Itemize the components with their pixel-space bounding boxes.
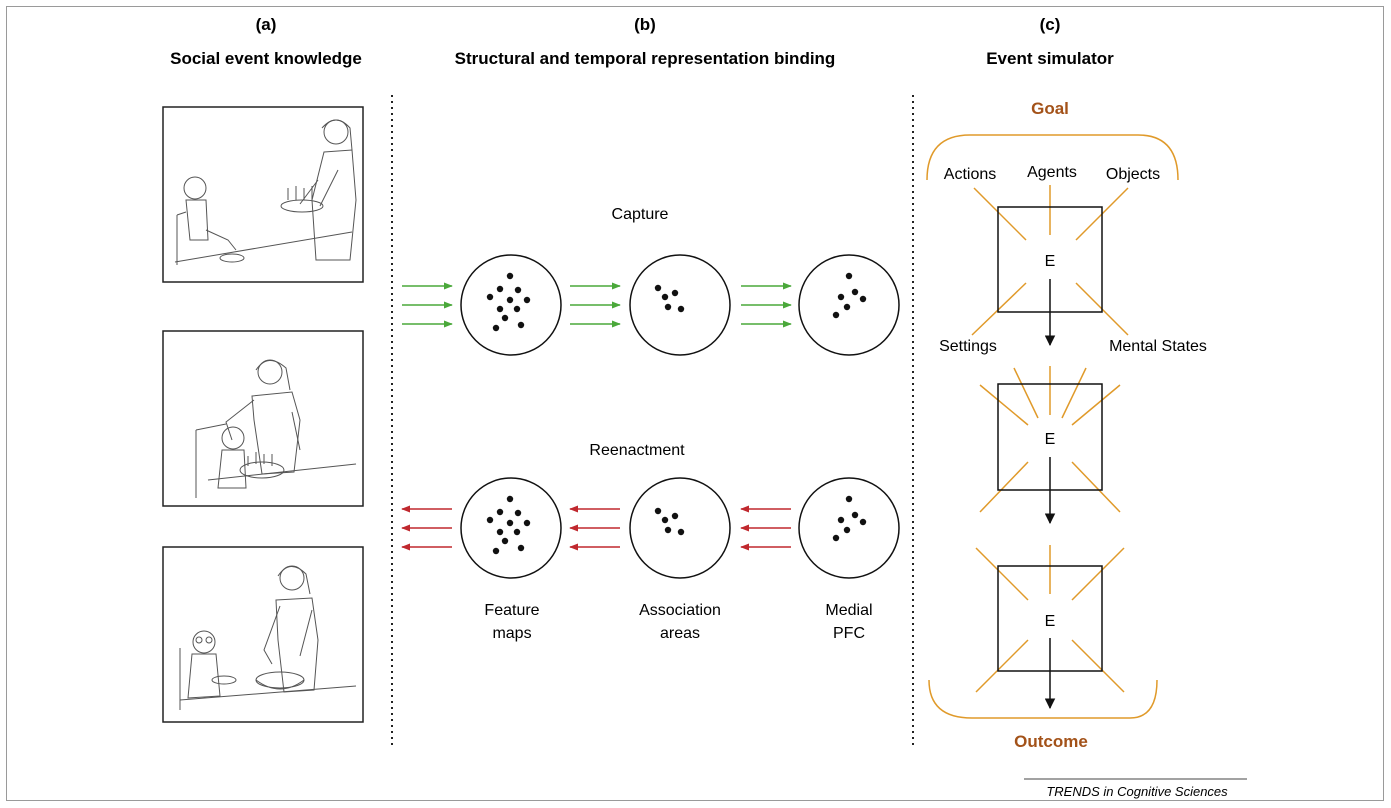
goal-label: Goal (1031, 99, 1069, 118)
reenact-arrows-3 (740, 505, 791, 551)
event-box-2-rays (979, 366, 1121, 513)
reenact-feature-maps-node (460, 477, 562, 579)
event-box-3-rays (975, 545, 1125, 693)
event-box-3: E (975, 545, 1125, 693)
panel-c-letter: (c) (1040, 15, 1061, 34)
agents-label: Agents (1027, 164, 1077, 181)
panel-b-title: Structural and temporal representation b… (455, 49, 836, 68)
credit-text: TRENDS in Cognitive Sciences (1046, 784, 1228, 799)
reenactment-label: Reenactment (589, 442, 685, 459)
capture-arrows-1 (402, 282, 453, 328)
reenact-arrows-1 (401, 505, 452, 551)
panel-c-heading: (c) Event simulator (986, 15, 1114, 68)
outcome-label: Outcome (1014, 732, 1088, 751)
objects-label: Objects (1106, 166, 1160, 183)
capture-row (402, 254, 900, 356)
reenact-arrows-2 (569, 505, 620, 551)
outcome-bracket (928, 679, 1158, 719)
event-box-3-label: E (1045, 613, 1056, 630)
capture-label: Capture (612, 206, 669, 223)
scene-2-sketch (195, 359, 357, 498)
reenactment-row (401, 477, 900, 579)
panel-b-letter: (b) (634, 15, 656, 34)
reenact-association-node (629, 477, 731, 579)
scene-1-sketch (174, 119, 357, 265)
capture-feature-maps-node (460, 254, 562, 356)
stage-3-label-line1: Medial (825, 602, 872, 619)
panel-a-title: Social event knowledge (170, 49, 362, 68)
capture-arrows-2 (570, 282, 621, 328)
event-dimension-labels: Actions Agents Objects Settings Mental S… (939, 164, 1207, 355)
reenact-medial-pfc-dots (832, 495, 867, 542)
event-box-2-label: E (1045, 431, 1056, 448)
capture-medial-pfc-dots (832, 272, 867, 319)
goal-bracket (926, 134, 1179, 181)
capture-feature-maps-dots (486, 272, 531, 332)
stage-2-label-line1: Association (639, 602, 721, 619)
stage-3-label-line2: PFC (833, 625, 865, 642)
scene-3-sketch (179, 565, 357, 710)
panel-b-heading: (b) Structural and temporal representati… (455, 15, 836, 68)
stage-labels: Feature maps Association areas Medial PF… (484, 602, 872, 642)
stage-1-label-line1: Feature (484, 602, 539, 619)
mental-states-label: Mental States (1109, 338, 1207, 355)
reenact-feature-maps-dots (486, 495, 531, 555)
figure-frame (6, 6, 1384, 801)
event-box-1-label: E (1045, 253, 1056, 270)
stage-1-label-line2: maps (492, 625, 531, 642)
reenact-association-dots (654, 507, 685, 536)
panel-c-title: Event simulator (986, 49, 1114, 68)
stage-2-label-line2: areas (660, 625, 700, 642)
capture-association-dots (654, 284, 685, 313)
actions-label: Actions (944, 166, 996, 183)
settings-label: Settings (939, 338, 997, 355)
event-box-1: E (971, 185, 1129, 336)
capture-arrows-3 (741, 282, 792, 328)
capture-association-node (629, 254, 731, 356)
panel-a-letter: (a) (256, 15, 277, 34)
scene-frame-2 (162, 330, 364, 507)
scene-frame-1 (162, 106, 364, 283)
panel-a-heading: (a) Social event knowledge (170, 15, 362, 68)
scene-frame-3 (162, 546, 364, 723)
